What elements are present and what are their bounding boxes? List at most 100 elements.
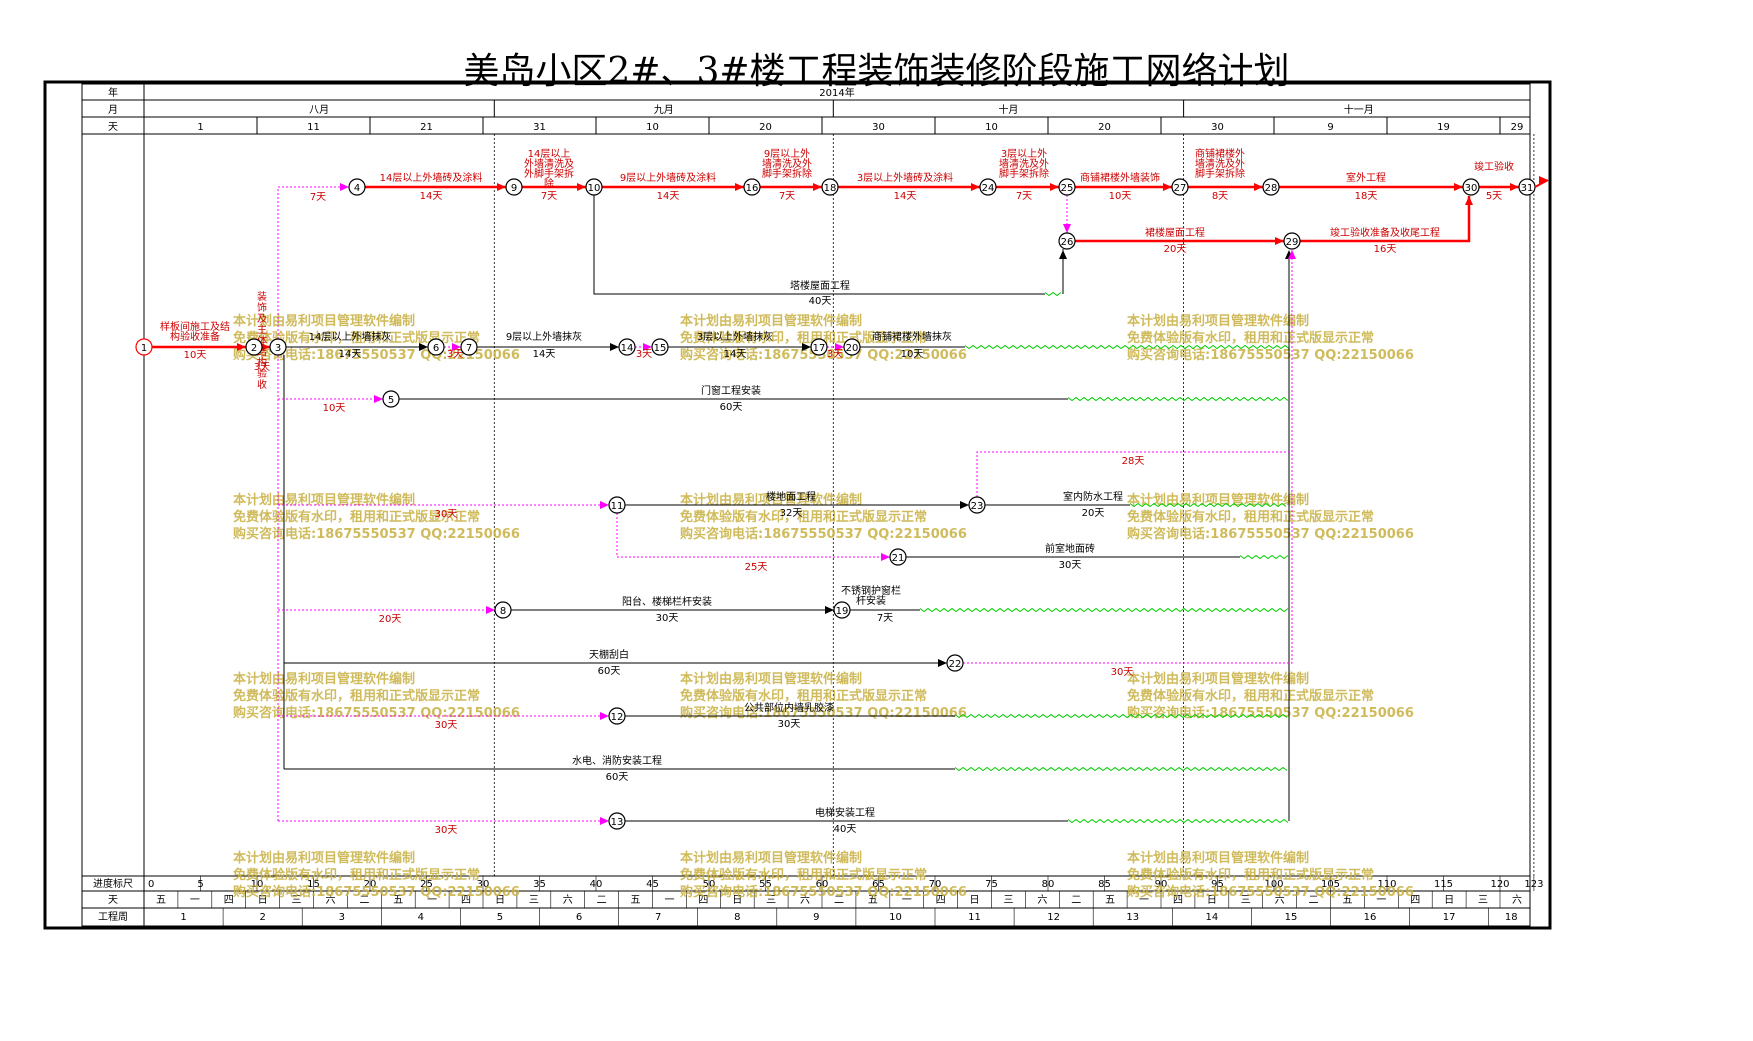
scale-tick-label: 75 <box>985 879 998 890</box>
critical-activity-duration: 14天 <box>420 191 443 202</box>
node-circle-11 <box>608 496 626 514</box>
scale-tick-label: 85 <box>1098 879 1111 890</box>
critical-arrow <box>1465 196 1473 205</box>
critical-activity-duration: 18天 <box>1355 191 1378 202</box>
virtual-duration: 30天 <box>435 825 458 836</box>
scale-tick-label: 65 <box>872 879 885 890</box>
critical-activity-label: 3层以上外 <box>1001 148 1047 160</box>
header-row-label: 天 <box>108 122 118 133</box>
critical-activity-label: 脚手架拆除 <box>1195 167 1245 180</box>
virtual-arrow <box>452 343 461 351</box>
header-day-tick: 30 <box>872 122 885 133</box>
weekday-cell: 一 <box>1376 895 1386 906</box>
node-label: 17 <box>813 343 826 354</box>
node-label: 31 <box>1521 183 1534 194</box>
activity-arrow <box>825 606 834 614</box>
virtual-duration: 10天 <box>323 403 346 414</box>
watermark-text: 购买咨询电话:18675550537 QQ:22150066 <box>233 347 520 363</box>
watermark-text: 免费体验版有水印，租用和正式版显示正常 <box>1127 509 1374 525</box>
node-label: 1 <box>141 343 147 354</box>
activity-arrow <box>419 343 428 351</box>
node-circle-17 <box>810 338 828 356</box>
header-month: 八月 <box>309 104 329 116</box>
final-arrow <box>1539 176 1548 184</box>
float-line <box>964 344 1290 350</box>
scale-tick-label: 50 <box>703 879 716 890</box>
critical-activity-label: 14层以上外墙砖及涂料 <box>380 171 483 184</box>
header-day-tick: 10 <box>985 122 998 133</box>
critical-activity-label: 外墙清洗及 <box>524 157 574 170</box>
inner-frame <box>81 83 1531 927</box>
critical-arrow <box>813 183 822 191</box>
header-day-tick: 1 <box>197 122 203 133</box>
week-cell: 3 <box>339 912 345 923</box>
header-day-tick: 30 <box>1211 122 1224 133</box>
critical-activity-duration: 16天 <box>1374 244 1397 255</box>
node-label: 23 <box>971 501 984 512</box>
weekday-cell: 一 <box>190 895 200 906</box>
activity-label: 3层以上外墙抹灰 <box>697 330 773 343</box>
critical-activity-label: 装 <box>257 290 267 303</box>
weekday-cell: 一 <box>1139 895 1149 906</box>
critical-arrow <box>735 183 744 191</box>
weekday-cell: 五 <box>1105 895 1115 906</box>
weekday-cell: 三 <box>1478 895 1488 906</box>
watermark-text: 本计划由易利项目管理软件编制 <box>233 671 415 687</box>
scale-tick-label: 40 <box>590 879 603 890</box>
activity-arrow <box>802 343 811 351</box>
activity-label: 商铺裙楼外墙抹灰 <box>872 330 952 343</box>
node-circle-7 <box>460 338 478 356</box>
activity-duration: 30天 <box>778 719 801 730</box>
critical-arrow <box>497 183 506 191</box>
critical-activity-duration: 10天 <box>184 350 207 361</box>
week-cell: 7 <box>655 912 661 923</box>
scale-tick-label: 100 <box>1264 879 1283 890</box>
float-line <box>1129 502 1287 508</box>
node-circle-6 <box>427 338 445 356</box>
activity-arrow <box>960 501 969 509</box>
watermark-text: 购买咨询电话:18675550537 QQ:22150066 <box>1127 526 1414 542</box>
weekday-cell: 六 <box>1037 894 1047 906</box>
footer-week-label: 工程周 <box>98 911 128 923</box>
scale-tick-label: 60 <box>816 879 829 890</box>
activity-label: 电梯安装工程 <box>815 806 875 819</box>
watermark-text: 购买咨询电话:18675550537 QQ:22150066 <box>233 884 520 900</box>
week-cell: 12 <box>1047 912 1060 923</box>
virtual-arrow <box>600 817 609 825</box>
footer-scale-label: 进度标尺 <box>93 877 133 890</box>
virtual-line <box>277 186 349 339</box>
activity-label: 14层以上外墙抹灰 <box>309 330 392 343</box>
week-cell: 8 <box>734 912 740 923</box>
critical-arrow <box>577 183 586 191</box>
weekday-cell: 五 <box>156 895 166 906</box>
node-circle-14 <box>618 338 636 356</box>
node-label: 11 <box>611 501 624 512</box>
weekday-cell: 一 <box>664 895 674 906</box>
weekday-cell: 日 <box>732 895 742 906</box>
header-day-tick: 10 <box>646 122 659 133</box>
activity-label: 杆安装 <box>856 594 886 607</box>
node-circle-10 <box>585 178 603 196</box>
virtual-duration: 20天 <box>379 614 402 625</box>
node-circle-8 <box>494 601 512 619</box>
watermark-text: 购买咨询电话:18675550537 QQ:22150066 <box>233 705 520 721</box>
node-circle-9 <box>505 178 523 196</box>
scale-tick-label: 15 <box>307 879 320 890</box>
weekday-cell: 六 <box>1512 894 1522 906</box>
critical-activity-duration: 14天 <box>657 191 680 202</box>
footer-weekday-label: 天 <box>108 895 118 906</box>
header-year: 2014年 <box>819 86 854 99</box>
activity-label: 不锈钢护窗栏 <box>841 584 901 597</box>
weekday-cell: 四 <box>936 895 946 906</box>
critical-arrow <box>1050 183 1059 191</box>
critical-activity-label: 及 <box>257 313 267 325</box>
node-circle-1 <box>135 338 153 356</box>
watermark-text: 本计划由易利项目管理软件编制 <box>680 671 862 687</box>
critical-activity-duration: 7天 <box>1016 191 1032 202</box>
weekday-cell: 六 <box>325 894 335 906</box>
week-cell: 15 <box>1285 912 1298 923</box>
activity-duration: 40天 <box>809 296 832 307</box>
node-label: 9 <box>511 183 517 194</box>
critical-activity-duration: 3天 <box>254 362 270 373</box>
